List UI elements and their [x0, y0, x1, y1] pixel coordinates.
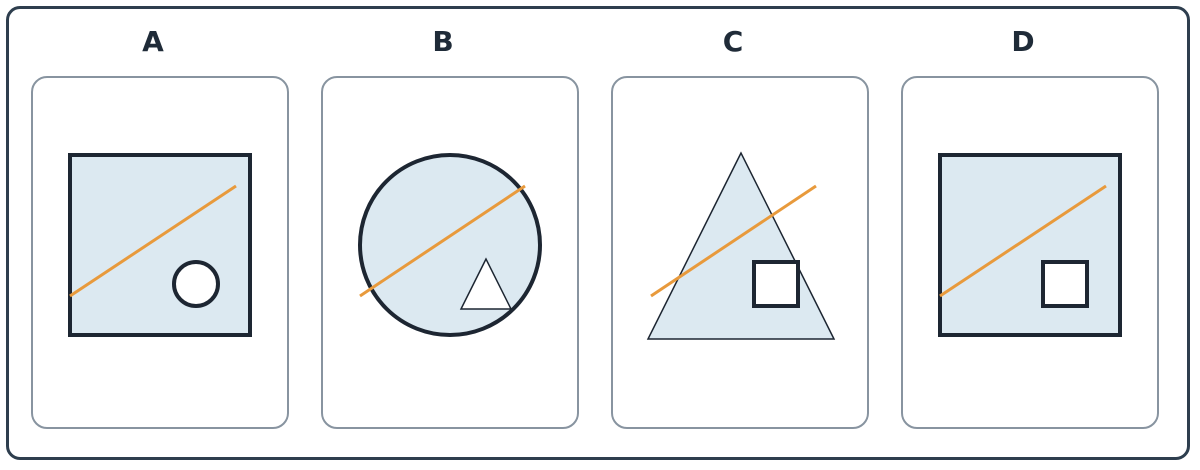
option-label-b: B: [432, 25, 454, 58]
outer-triangle: [646, 151, 836, 340]
option-card-c[interactable]: [611, 76, 869, 429]
outer-circle: [358, 153, 542, 337]
outer-square: [68, 153, 252, 337]
diagonal-line: [69, 184, 237, 298]
inner-square: [1041, 260, 1089, 308]
option-card-d[interactable]: [901, 76, 1159, 429]
option-b-figure: [358, 153, 542, 337]
option-label-d: D: [1011, 25, 1035, 58]
option-a-figure: [68, 153, 252, 337]
puzzle-frame: [6, 6, 1190, 460]
inner-circle: [172, 260, 220, 308]
diagonal-line: [359, 184, 526, 298]
option-c-figure: [646, 151, 836, 340]
inner-square: [752, 260, 800, 308]
option-d-figure: [938, 153, 1122, 337]
outer-square: [938, 153, 1122, 337]
option-label-a: A: [142, 25, 164, 58]
option-card-b[interactable]: [321, 76, 579, 429]
inner-triangle: [459, 257, 513, 310]
diagonal-line: [650, 184, 817, 298]
diagonal-line: [939, 184, 1107, 298]
option-card-a[interactable]: [31, 76, 289, 429]
option-label-c: C: [722, 25, 744, 58]
